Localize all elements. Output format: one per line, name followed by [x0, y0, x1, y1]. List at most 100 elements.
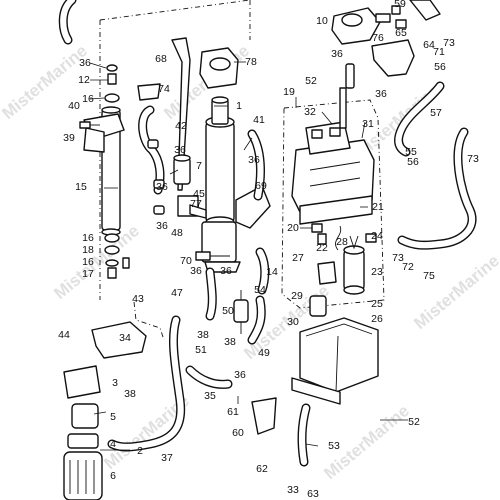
callout: 77 — [190, 198, 202, 210]
leader-lines — [89, 61, 408, 451]
sensor-27 — [317, 261, 337, 285]
callout: 41 — [253, 114, 265, 126]
callout: 62 — [256, 463, 268, 475]
callout: 6 — [110, 470, 116, 482]
float-chamber-30 — [299, 295, 379, 393]
callout: 20 — [287, 222, 299, 234]
callout: 75 — [423, 270, 435, 282]
bracket-61 — [251, 397, 277, 435]
callout: 68 — [155, 53, 167, 65]
cable-tie — [171, 37, 191, 191]
hose-37 — [107, 315, 186, 452]
filter-50 — [233, 290, 249, 334]
callout: 53 — [328, 440, 340, 452]
callout: 38 — [197, 329, 209, 341]
hose-47 — [205, 267, 217, 321]
callout: 61 — [227, 406, 239, 418]
callout: 26 — [371, 313, 383, 325]
filter-assembly — [63, 365, 103, 500]
fuel-pump-1 — [201, 96, 241, 273]
callout: 52 — [408, 416, 420, 428]
watermark-text: MisterMarine — [410, 251, 500, 333]
callout: 12 — [78, 74, 90, 86]
callout: 38 — [124, 388, 136, 400]
bracket-15 — [83, 106, 125, 236]
callout: 36 — [174, 144, 186, 156]
callout: 18 — [82, 244, 94, 256]
bolt-70 — [195, 251, 230, 261]
hose-clip — [153, 205, 165, 215]
callout: 28 — [336, 236, 348, 248]
hose-35 — [185, 365, 233, 389]
callout: 36 — [190, 265, 202, 277]
callout: 64 — [423, 39, 435, 51]
filter-7 — [173, 154, 191, 185]
callout: 7 — [196, 160, 202, 172]
hose-14 — [255, 247, 270, 295]
callout: 56 — [407, 156, 419, 168]
hose-41 — [247, 129, 265, 201]
callout: 40 — [68, 100, 80, 112]
callout: 36 — [331, 48, 343, 60]
callout: 56 — [434, 61, 446, 73]
hose-57 — [394, 81, 445, 157]
callout: 49 — [258, 347, 270, 359]
callout: 23 — [371, 266, 383, 278]
hose-clip — [147, 139, 159, 149]
callout: 36 — [156, 181, 168, 193]
callout: 42 — [175, 120, 187, 132]
callout: 69 — [255, 180, 267, 192]
callout: 50 — [222, 305, 234, 317]
callout: 44 — [58, 329, 70, 341]
callout: 25 — [371, 298, 383, 310]
callout: 73 — [443, 37, 455, 49]
callout: 45 — [193, 188, 205, 200]
callout: 72 — [402, 261, 414, 273]
joint-45 — [177, 195, 207, 219]
callout: 30 — [287, 316, 299, 328]
callout: 70 — [180, 255, 192, 267]
fittings-20-22 — [311, 223, 377, 245]
callout: 24 — [371, 230, 383, 242]
callout: 74 — [158, 83, 170, 95]
callout: 33 — [287, 484, 299, 496]
callout: 10 — [316, 15, 328, 27]
callout: 16 — [82, 256, 94, 268]
callout: 57 — [430, 107, 442, 119]
callout: 2 — [137, 445, 143, 457]
callout: 17 — [82, 268, 94, 280]
callout: 73 — [467, 153, 479, 165]
hose-75 — [397, 127, 477, 250]
bulb-10 — [331, 7, 391, 45]
callout: 71 — [433, 46, 445, 58]
callout: 37 — [161, 452, 173, 464]
callout: 3 — [112, 377, 118, 389]
callout: 47 — [171, 287, 183, 299]
callout: 32 — [304, 106, 316, 118]
callout: 60 — [232, 427, 244, 439]
top-left-hose — [58, 0, 77, 45]
callout: 51 — [195, 344, 207, 356]
bracket-34 — [91, 321, 147, 359]
bracket-64 — [371, 39, 415, 77]
callout: 76 — [372, 32, 384, 44]
clamp-74 — [137, 83, 161, 101]
bracket-69 — [235, 185, 271, 229]
callout: 16 — [82, 93, 94, 105]
callout: 5 — [110, 411, 116, 423]
wire-28 — [335, 225, 342, 251]
hose-clip — [153, 179, 165, 189]
callout: 59 — [394, 0, 406, 10]
callout: 63 — [307, 488, 319, 500]
callout: 16 — [82, 232, 94, 244]
callout: 78 — [245, 56, 257, 68]
callout: 1 — [236, 100, 242, 112]
callout: 36 — [375, 88, 387, 100]
callout: 35 — [204, 390, 216, 402]
vapor-separator-boundary — [281, 99, 385, 309]
callout-labels: 1 2 3 4 5 6 7 10 12 14 15 16 16 16 17 18… — [58, 0, 479, 500]
callout: 29 — [291, 290, 303, 302]
hose-42 — [138, 105, 165, 195]
cutoff-part — [409, 0, 441, 21]
